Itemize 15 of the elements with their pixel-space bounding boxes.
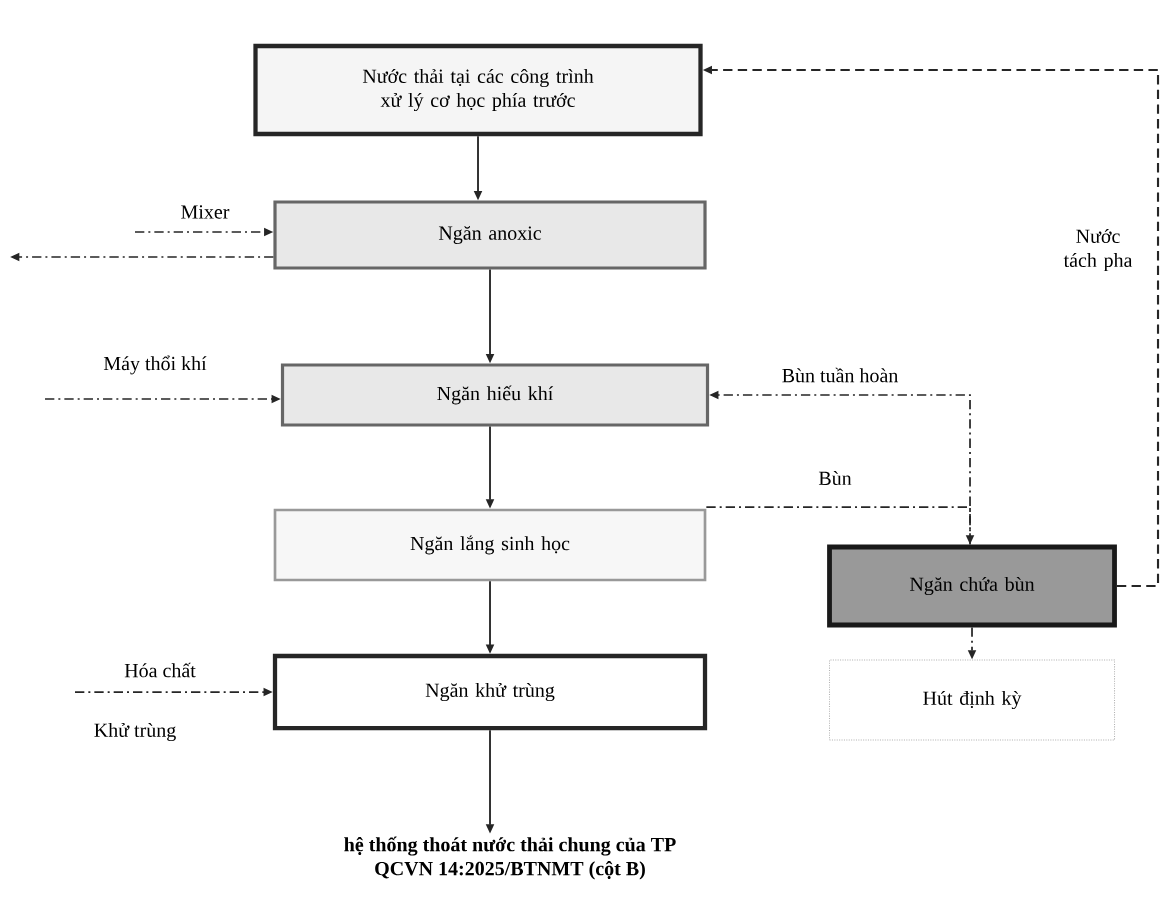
edge-label: Hóa chất	[122, 661, 198, 679]
edge-label: Bùn tuần hoàn	[780, 366, 900, 384]
destination-text: hệ thống thoát nước thải chung của TP QCVN 14:2025/BTNMT (cột B)	[344, 836, 676, 880]
output-box: Hút định kỳ	[828, 659, 1116, 741]
storage-box: Ngăn chứa bùn	[827, 544, 1117, 628]
edge-label: Mixer	[179, 203, 231, 221]
edge-label: Nước tách pha	[1055, 227, 1141, 273]
process-box: Ngăn lắng sinh học	[273, 508, 707, 582]
edge-label: Bùn	[817, 469, 853, 487]
label-text: Khử trùng	[94, 722, 176, 742]
process-box: Ngăn khử trùng	[272, 653, 708, 731]
process-box: Ngăn anoxic	[273, 200, 707, 270]
process-box: Nước thải tại các công trình xử lý cơ học phía trước	[253, 43, 703, 137]
process-box: Ngăn hiếu khí	[280, 363, 710, 427]
edge-label: Máy thổi khí	[102, 354, 208, 376]
